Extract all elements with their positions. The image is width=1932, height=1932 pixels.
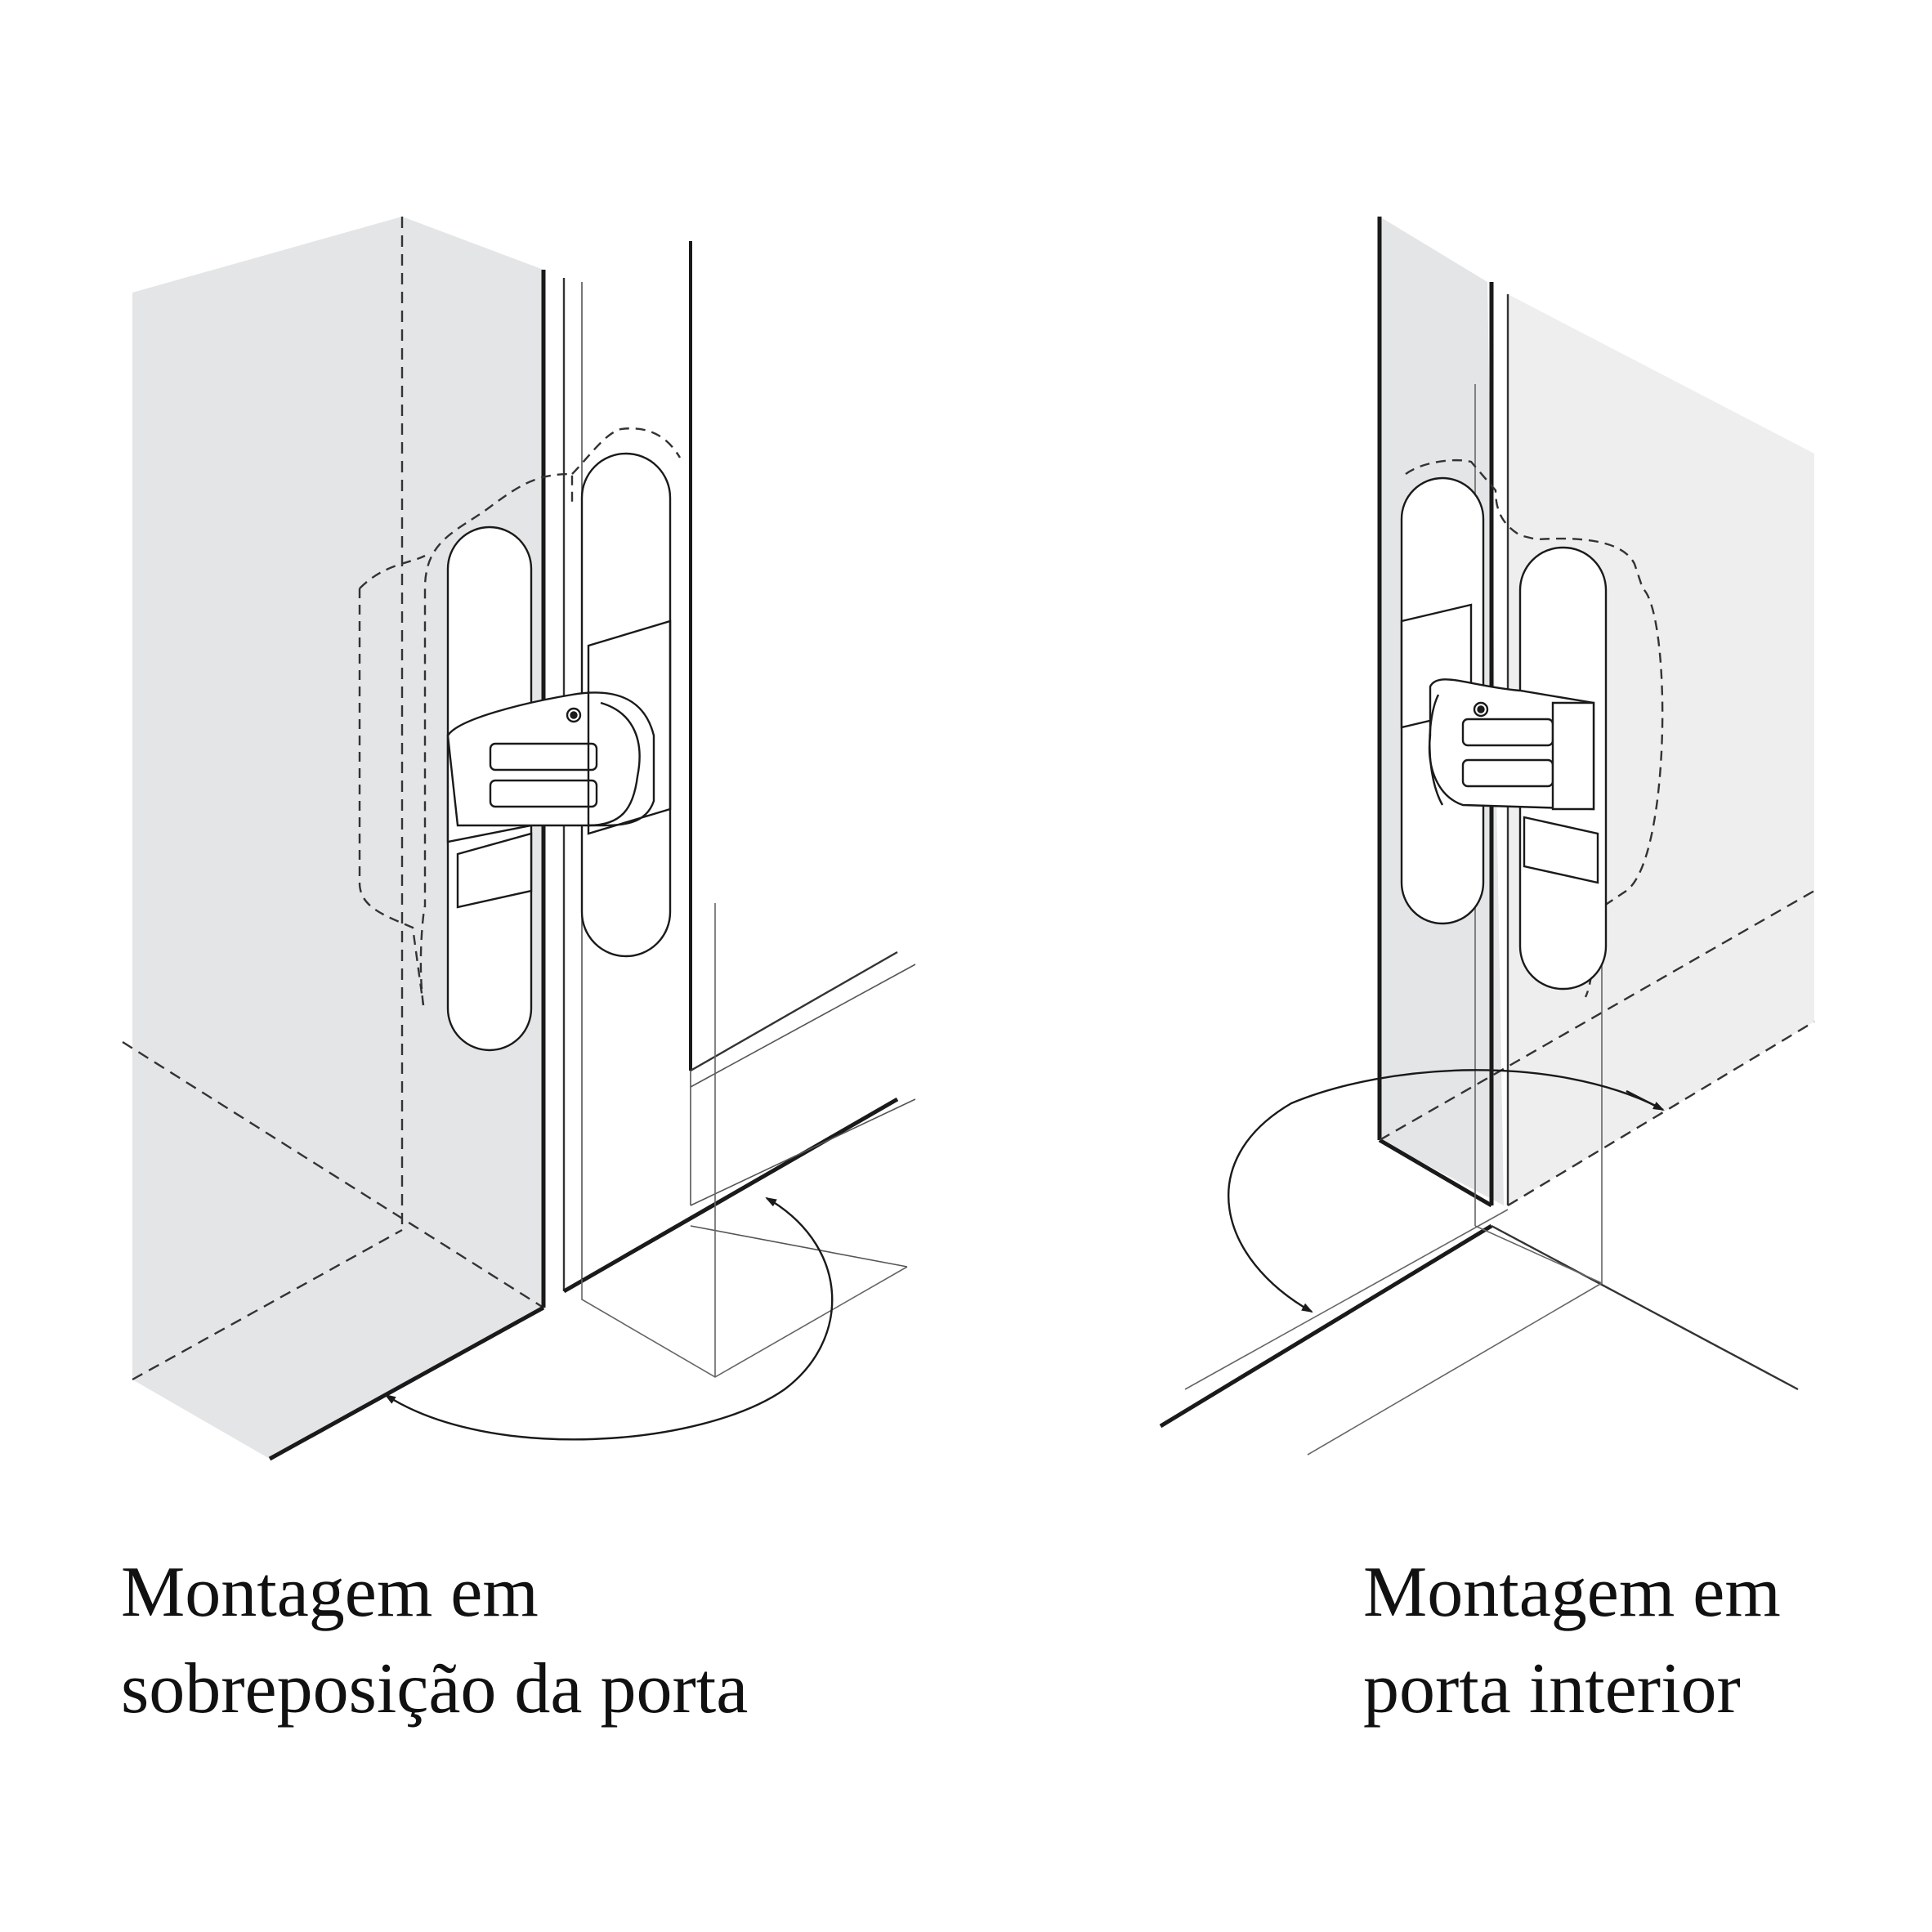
interior-swing-arrow-icon [1228,1069,1660,1313]
door-bottom-edge [562,1097,899,1294]
floor-edge-left [268,1305,545,1461]
caption-overlay-line2: sobreposição da porta [121,1649,749,1729]
overlay-mounting-illustration [122,217,916,1461]
floor-edge-right [1159,1223,1493,1429]
wall-frame-block [132,217,543,1459]
hidden-edges [122,217,544,1381]
caption-overlay-mounting: Montagem em sobreposição da porta [121,1545,748,1737]
caption-interior-mounting: Montagem em porta interior [1363,1545,1781,1737]
hinge-icon [358,427,682,1052]
swing-arrow-icon [384,1200,834,1441]
caption-overlay-line1: Montagem em [121,1553,539,1632]
interior-mounting-illustration [1159,217,1815,1456]
caption-interior-line1: Montagem em [1363,1553,1781,1632]
caption-interior-line2: porta interior [1363,1649,1741,1729]
interior-hinge-icon [1400,458,1664,998]
